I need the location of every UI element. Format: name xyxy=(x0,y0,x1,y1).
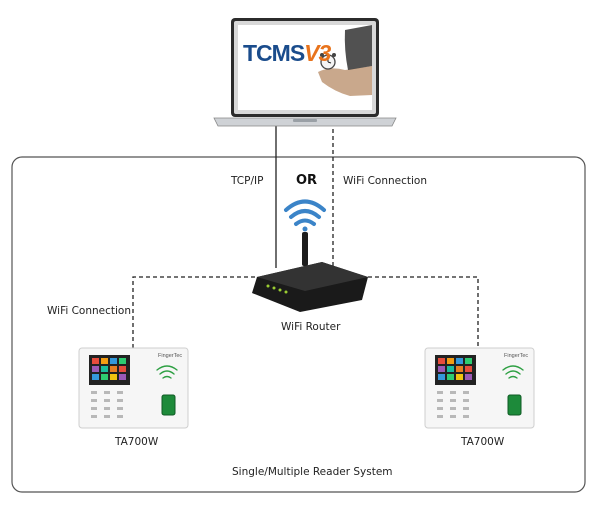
wifi-router-label: WiFi Router xyxy=(281,321,341,333)
wifi-connection-top-label: WiFi Connection xyxy=(343,175,428,187)
right-device xyxy=(424,347,535,429)
tcms-logo-version: V3 xyxy=(304,40,331,66)
wifi-link-left-device xyxy=(132,276,255,350)
tcms-logo-text: TCMS xyxy=(243,40,305,66)
wifi-green-icon xyxy=(156,365,178,379)
wifi-signal-icon xyxy=(284,199,326,232)
router-antenna xyxy=(302,232,308,266)
tcpip-label: TCP/IP xyxy=(231,175,264,187)
device-left-label: TA700W xyxy=(115,436,159,448)
system-boundary xyxy=(11,156,586,493)
hand-icon xyxy=(318,66,372,96)
fingerprint-sensor xyxy=(161,394,176,416)
router xyxy=(252,232,368,312)
left-device xyxy=(78,347,189,429)
or-label: OR xyxy=(296,173,318,188)
keypad xyxy=(91,391,123,418)
keypad xyxy=(437,391,469,418)
device-brand-right: FingerTec xyxy=(504,353,529,359)
wifi-link-right-device xyxy=(368,276,479,350)
wifi-green-icon xyxy=(502,365,524,379)
wifi-connection-left-label: WiFi Connection xyxy=(47,305,132,317)
device-right-label: TA700W xyxy=(461,436,505,448)
laptop xyxy=(213,18,397,127)
fingerprint-sensor xyxy=(507,394,522,416)
device-brand-left: FingerTec xyxy=(158,353,183,359)
system-label: Single/Multiple Reader System xyxy=(232,466,393,478)
tcms-logo: TCMSV3 xyxy=(243,40,331,67)
